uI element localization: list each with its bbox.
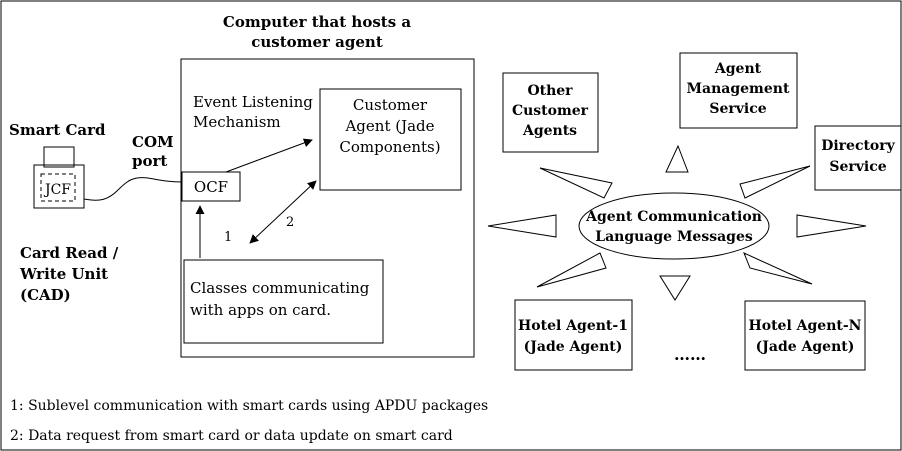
acl-line1: Agent Communication [585,209,762,225]
event-listening-line1: Event Listening [193,93,313,111]
marker-1: 1 [224,230,232,245]
agent-mgmt-line2: Management [687,81,790,97]
customer-agent-line3: Components) [339,138,440,156]
smart-card-label: Smart Card [9,121,106,139]
ray-down-right [743,252,813,285]
other-agents-line1: Other [527,83,573,99]
com-port-line2: port [132,152,167,170]
classes-line2: with apps on card. [190,301,331,319]
card-reader-box [33,164,85,209]
computer-title-line2: customer agent [251,33,383,51]
ray-down [659,275,691,301]
hotel1-line2: (Jade Agent) [524,339,623,355]
other-customer-agents-box [502,72,599,153]
note-1: 1: Sublevel communication with smart car… [10,398,488,414]
other-agents-line3: Agents [522,123,577,139]
com-port-line1: COM [132,133,174,151]
com-cable [83,177,183,201]
ray-left [487,214,557,238]
hotel1-line1: Hotel Agent-1 [518,318,628,334]
ellipsis-dots: …… [674,345,706,364]
agent-management-box [679,52,798,129]
cad-line1: Card Read / [20,244,119,262]
cad-line2: Write Unit [19,265,108,283]
agent-mgmt-line3: Service [709,101,766,117]
other-agents-line2: Customer [512,103,589,119]
smart-card-shape [43,146,75,168]
marker-2: 2 [286,215,294,230]
customer-agent-line1: Customer [353,96,428,114]
directory-line2: Service [829,159,886,175]
jcf-chip [40,173,76,202]
ocf-to-agent-arrow [225,138,313,173]
classes-line1: Classes communicating [190,279,370,297]
directory-line1: Directory [821,138,895,154]
ray-down-left [536,252,607,288]
computer-title-line1: Computer that hosts a [223,13,411,31]
ray-up [665,144,689,173]
classes-box [183,259,384,344]
acl-messages-ellipse [578,192,770,260]
directory-service-box [814,125,902,191]
computer-box [180,58,475,358]
agent-mgmt-line1: Agent [714,61,762,77]
ocf-box [181,171,241,202]
ocf-label: OCF [194,178,228,196]
hotel-agent-1-box [514,299,633,371]
classes-agent-double-arrow [249,180,317,244]
ray-right [796,214,867,238]
ray-up-right [739,165,811,199]
jcf-label: JCF [43,182,71,198]
hotelN-line1: Hotel Agent-N [749,318,862,334]
customer-agent-line2: Agent (Jade [344,117,434,135]
customer-agent-box [319,88,462,191]
ray-up-left [539,167,613,199]
event-listening-line2: Mechanism [193,113,281,131]
note-2: 2: Data request from smart card or data … [10,428,453,444]
acl-line2: Language Messages [595,229,753,245]
cad-line3: (CAD) [20,286,71,304]
hotelN-line2: (Jade Agent) [756,339,855,355]
star-rays [487,144,867,301]
hotel-agent-n-box [744,300,866,371]
